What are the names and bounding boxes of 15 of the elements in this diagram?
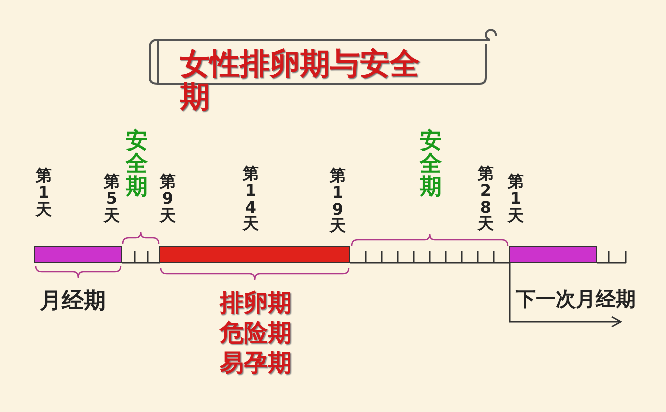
period-label: 月经期 <box>40 290 107 314</box>
safe-period-label: 安全期 <box>126 130 148 200</box>
period-label: 危险期 <box>220 320 293 346</box>
period-label: 排卵期 <box>220 290 293 316</box>
day-label: 第9天 <box>160 174 176 224</box>
day-label: 第14天 <box>243 166 259 234</box>
period-label: 易孕期 <box>220 350 293 376</box>
day-label: 第5天 <box>104 174 120 224</box>
day-label: 第1天 <box>36 168 52 218</box>
safe-period-label: 安全期 <box>420 130 442 200</box>
day-label: 第1天 <box>508 174 524 224</box>
day-label: 第19天 <box>330 168 346 236</box>
day-label: 第28天 <box>478 166 494 234</box>
title: 女性排卵期与安全期 <box>180 48 421 114</box>
next-period-label: 下一次月经期 <box>516 288 637 310</box>
